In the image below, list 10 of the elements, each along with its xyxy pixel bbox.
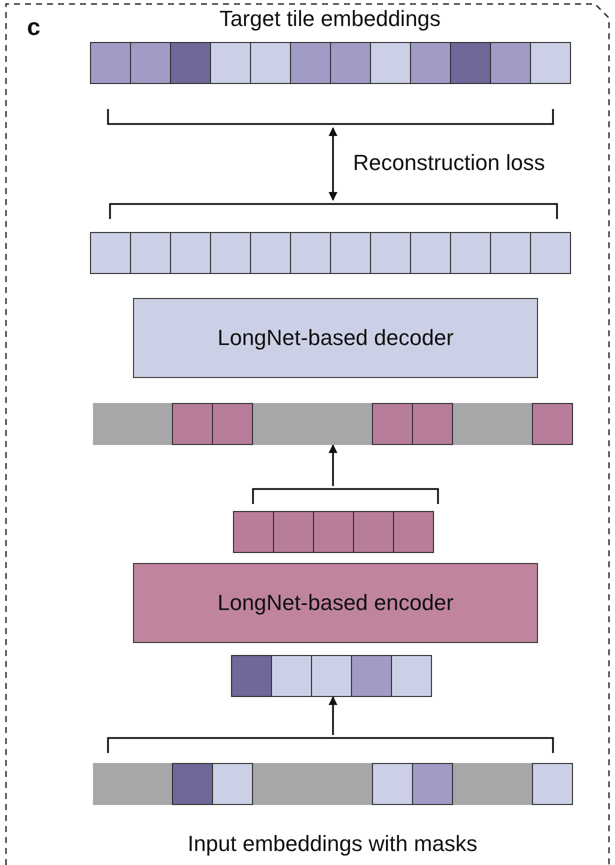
box-label: LongNet-based decoder — [216, 325, 455, 351]
box-label: LongNet-based encoder — [216, 590, 455, 616]
row-heading: Input embeddings with masks — [186, 831, 478, 857]
model-box — [133, 298, 538, 378]
arrow — [328, 696, 338, 735]
row-heading: Target tile embeddings — [218, 6, 442, 32]
panel-letter: c — [27, 14, 40, 42]
model-box — [133, 563, 538, 643]
arrow — [328, 127, 338, 201]
arrow — [328, 444, 338, 486]
